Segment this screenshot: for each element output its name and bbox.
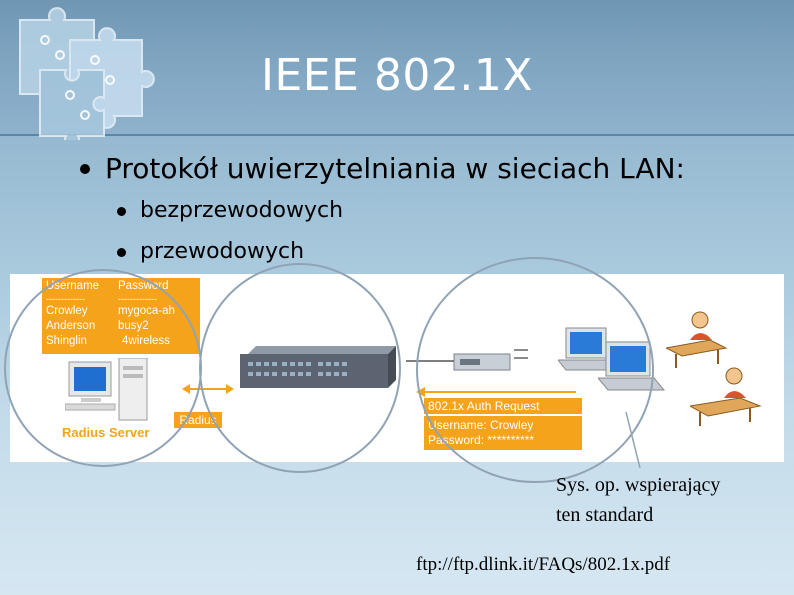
double-arrow-icon — [182, 384, 234, 394]
laptop-icon — [598, 341, 666, 391]
cell-username: Shinglin — [46, 335, 87, 347]
table-row: Crowley mygoca-ah — [46, 304, 196, 319]
puzzle-decoration-icon — [19, 7, 155, 140]
network-switch-icon — [240, 346, 396, 388]
user-at-desk-icon — [690, 367, 762, 426]
circle-switch — [199, 263, 401, 473]
header-username: Username — [46, 280, 100, 292]
access-point-icon — [453, 349, 528, 371]
separator-left: ------------- — [46, 294, 85, 304]
os-note-line1: Sys. op. wspierający — [556, 474, 721, 496]
cell-password: 4wireless — [122, 335, 170, 347]
os-note-line2: ten standard — [556, 504, 654, 526]
cable-line — [406, 360, 454, 362]
user-table: Username Password ------------- --------… — [42, 278, 200, 354]
radius-server-icon — [65, 358, 148, 421]
slide-title: IEEE 802.1X — [261, 50, 533, 101]
auth-arrow-icon — [416, 387, 576, 397]
circle-radius-server — [4, 269, 202, 467]
table-row: Anderson busy2 — [46, 319, 196, 334]
credentials-password: Password: ********** — [428, 433, 535, 447]
user-table-header: Username Password — [46, 279, 196, 294]
cell-password: mygoca-ah — [118, 305, 175, 317]
callout-line — [625, 411, 641, 469]
source-url: ftp://ftp.dlink.it/FAQs/802.1x.pdf — [416, 554, 671, 575]
user-at-desk-icon — [666, 311, 728, 368]
auth-request-label: 802.1x Auth Request — [424, 398, 582, 414]
circle-client — [416, 257, 654, 483]
credentials-box: Username: Crowley Password: ********** — [424, 416, 582, 450]
bullet-sub-wireless: bezprzewodowych — [140, 198, 344, 223]
cell-username: Anderson — [46, 320, 96, 332]
bullet-dot — [117, 207, 126, 216]
cell-password: busy2 — [118, 320, 149, 332]
separator-right: ------------- — [118, 294, 157, 304]
laptop-icon — [558, 327, 620, 371]
bullet-main: Protokół uwierzytelniania w sieciach LAN… — [105, 152, 685, 185]
bullet-sub-wired: przewodowych — [140, 239, 305, 264]
user-table-separator: ------------- ------------- — [46, 294, 196, 304]
radius-server-label: Radius Server — [62, 425, 150, 440]
cell-username: Crowley — [46, 305, 88, 317]
table-row: Shinglin 4wireless — [46, 334, 196, 349]
title-divider — [0, 134, 794, 136]
header-password: Password — [118, 280, 169, 292]
credentials-username: Username: Crowley — [428, 418, 534, 432]
network-diagram: Username Password ------------- --------… — [10, 274, 784, 462]
bullet-dot — [117, 248, 126, 257]
bullet-dot — [80, 164, 90, 174]
